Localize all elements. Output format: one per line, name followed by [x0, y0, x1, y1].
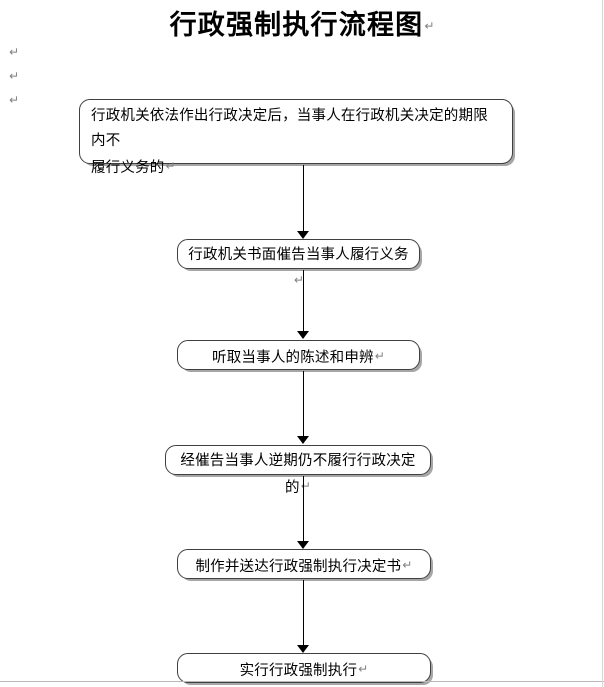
- connector-shaft: [303, 165, 304, 231]
- page-title: 行政强制执行流程图↵: [0, 3, 604, 42]
- flow-node-step-4: 经催告当事人逆期仍不履行行政决定的↵: [165, 445, 431, 496]
- flow-node-step-1: 行政机关依法作出行政决定后，当事人在行政机关决定的期限内不履行义务的↵: [79, 99, 513, 176]
- arrow-down-icon: [297, 541, 309, 549]
- paragraph-mark-icon: ↵: [9, 69, 20, 83]
- flow-node-text: 行政机关依法作出行政决定后，当事人在行政机关决定的期限内不履行义务的↵: [80, 100, 512, 181]
- paragraph-mark-icon: ↵: [9, 93, 20, 107]
- flow-connector-4: [294, 476, 314, 549]
- flow-node-step-6: 实行行政强制执行↵: [177, 653, 431, 683]
- pilcrow-mark: ↵: [300, 479, 311, 493]
- margin-paragraph-marks: ↵ ↵ ↵: [9, 40, 31, 112]
- connector-shaft: [303, 371, 304, 436]
- connector-shaft: [303, 580, 304, 645]
- flow-node-step-5: 制作并送达行政强制执行决定书↵: [177, 549, 431, 579]
- flow-node-line-1: 制作并送达行政强制执行决定书: [195, 559, 402, 575]
- flow-node-text: 制作并送达行政强制执行决定书↵: [178, 550, 430, 580]
- flow-node-line-1: 经催告当事人逆期仍不履行行政决定的: [180, 453, 416, 496]
- pilcrow-mark: ↵: [424, 19, 435, 33]
- flow-node-text: 经催告当事人逆期仍不履行行政决定的↵: [166, 446, 430, 501]
- flow-node-line-1: 行政机关书面催告当事人履行义务: [188, 247, 409, 263]
- pilcrow-mark: ↵: [358, 662, 369, 676]
- page-right-rule: [602, 0, 603, 687]
- page-title-text: 行政强制执行流程图: [169, 10, 424, 41]
- flow-node-text: 实行行政强制执行↵: [178, 654, 430, 684]
- flow-node-line-1: 实行行政强制执行: [239, 663, 358, 679]
- flow-node-line-2: 履行义务的: [91, 160, 165, 176]
- pilcrow-mark: ↵: [165, 159, 176, 173]
- paragraph-mark-icon: ↵: [9, 45, 20, 59]
- arrow-down-icon: [297, 645, 309, 653]
- flow-connector-3: [294, 371, 314, 444]
- arrow-down-icon: [297, 331, 309, 339]
- flow-node-text: 行政机关书面催告当事人履行义务 ↵: [178, 240, 419, 295]
- flow-node-text: 听取当事人的陈述和申辨↵: [178, 341, 419, 371]
- connector-shaft: [303, 270, 304, 331]
- flow-connector-5: [294, 580, 314, 653]
- flow-node-step-2: 行政机关书面催告当事人履行义务 ↵: [177, 239, 420, 287]
- flow-node-step-3: 听取当事人的陈述和申辨↵: [177, 340, 420, 370]
- arrow-down-icon: [297, 231, 309, 239]
- pilcrow-mark: ↵: [293, 273, 305, 287]
- pilcrow-mark: ↵: [402, 558, 413, 572]
- flow-connector-1: [294, 165, 314, 239]
- connector-shaft: [303, 476, 304, 541]
- flow-connector-2: [294, 270, 314, 339]
- pilcrow-mark: ↵: [374, 349, 385, 363]
- flow-node-line-1: 行政机关依法作出行政决定后，当事人在行政机关决定的期限内不: [91, 108, 488, 149]
- page-bottom-rule: [0, 681, 604, 682]
- flow-node-line-1: 听取当事人的陈述和申辨: [212, 350, 374, 366]
- arrow-down-icon: [297, 436, 309, 444]
